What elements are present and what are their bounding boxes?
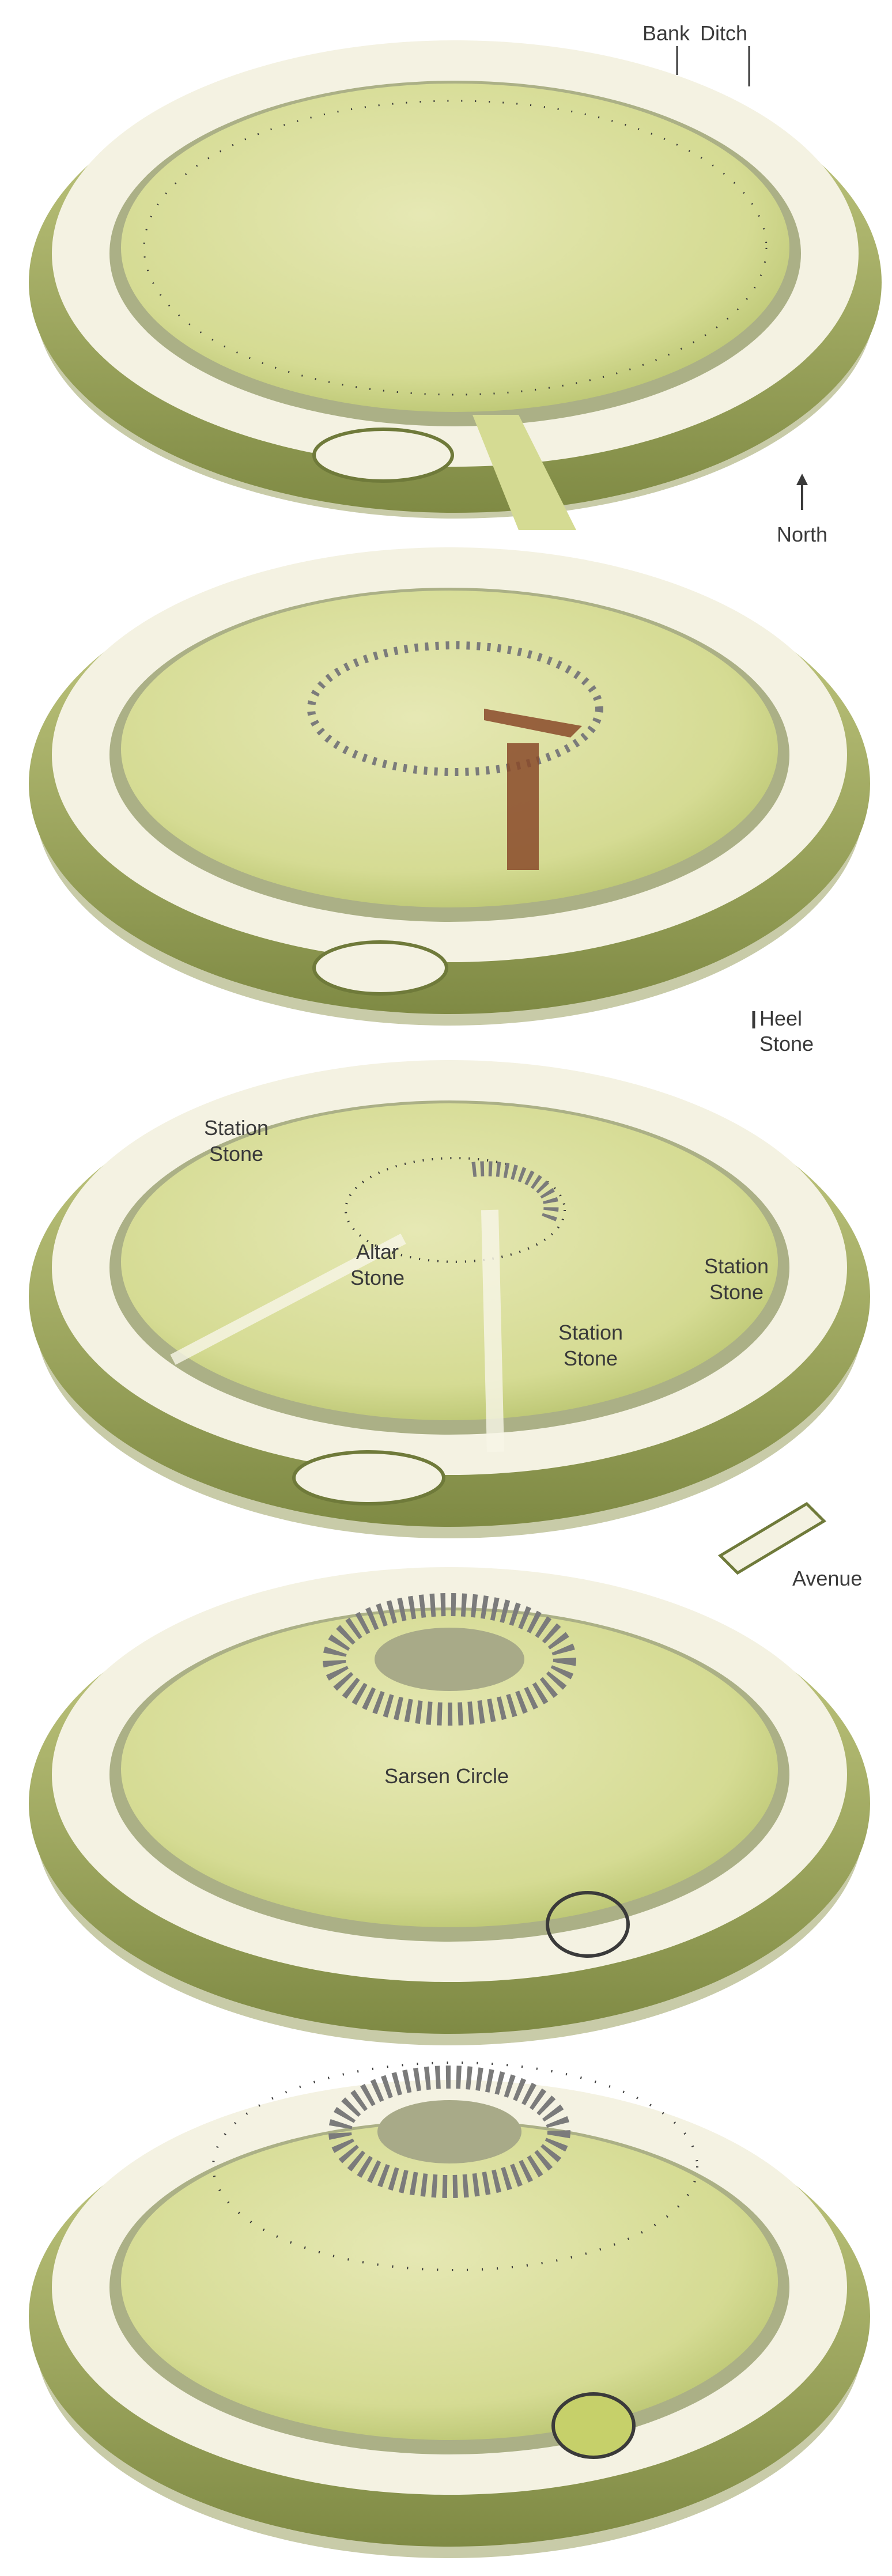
label-bank: Bank (642, 21, 690, 45)
phase-2-interior (121, 591, 778, 907)
phase-4-avenue-path (720, 1504, 824, 1573)
label-altar-stone-line1: Altar (356, 1240, 399, 1264)
phase-3-entrance-causeway-west (294, 1452, 444, 1504)
label-station-stone-e-line2: Stone (709, 1280, 764, 1304)
label-heel-line1: Heel (759, 1007, 802, 1030)
phase-1-interior (121, 84, 789, 412)
label-north: North (777, 523, 827, 546)
label-station-stone-s-line1: Station (558, 1321, 623, 1344)
phase-5-heel-enclosure (553, 2394, 634, 2457)
phase-1-earthwork (29, 40, 882, 530)
phase-4-sarsen-circle-inner (375, 1628, 524, 1691)
label-station-stone-e-line1: Station (704, 1254, 769, 1278)
label-sarsen-circle: Sarsen Circle (384, 1764, 509, 1788)
phase-3-axis (490, 1210, 496, 1452)
label-station-stone-nw-line1: Station (204, 1116, 269, 1140)
phase-1-entrance-causeway-west (314, 429, 452, 481)
phase-5-sarsen-circle-inner (377, 2100, 521, 2163)
north-arrow-icon (796, 474, 808, 510)
label-avenue: Avenue (792, 1567, 862, 1590)
phase-5-interior (121, 2123, 778, 2440)
phase-2-avenue-stones (507, 743, 539, 870)
phase-2-entrance-causeway-west (314, 942, 447, 994)
label-ditch: Ditch (700, 21, 747, 45)
phase-5-earthwork (29, 2063, 870, 2558)
label-heel-line2: Stone (759, 1032, 814, 1056)
phase-2-earthwork (29, 547, 870, 1026)
label-station-stone-nw-line2: Stone (209, 1142, 263, 1166)
label-station-stone-s-line2: Stone (564, 1346, 618, 1370)
label-altar-stone-line2: Stone (350, 1266, 405, 1289)
